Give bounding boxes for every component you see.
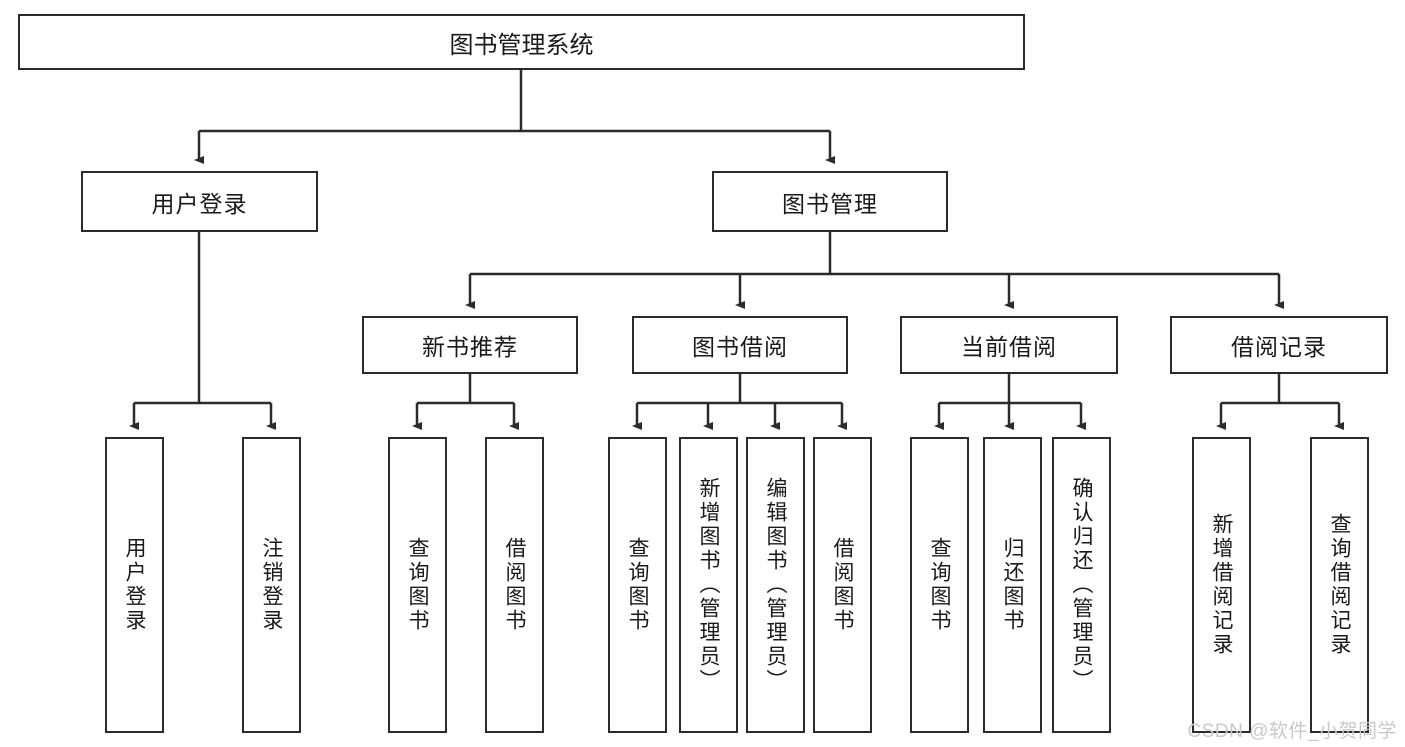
leaf-borrow-book-recommend-label: 借阅图书 [503,537,526,633]
leaf-return-book[interactable]: 归还图书 [983,437,1042,733]
node-borrow-record[interactable]: 借阅记录 [1170,316,1388,374]
node-new-book-recommend[interactable]: 新书推荐 [362,316,578,374]
leaf-add-borrow-record[interactable]: 新增借阅记录 [1192,437,1251,733]
node-user-login[interactable]: 用户登录 [81,171,318,232]
node-root[interactable]: 图书管理系统 [18,14,1025,70]
node-book-borrow[interactable]: 图书借阅 [632,316,848,374]
leaf-user-login-label: 用户登录 [123,537,146,633]
leaf-confirm-return-admin-label: 确认归还（管理员） [1070,477,1093,693]
node-new-book-recommend-label: 新书推荐 [422,334,518,360]
leaf-confirm-return-admin[interactable]: 确认归还（管理员） [1052,437,1111,733]
node-current-borrow-label: 当前借阅 [961,334,1057,360]
leaf-add-book-admin[interactable]: 新增图书（管理员） [679,437,738,733]
leaf-borrow-book[interactable]: 借阅图书 [813,437,872,733]
csdn-watermark: CSDN @软件_小贺同学 [1187,721,1397,742]
node-book-borrow-label: 图书借阅 [692,334,788,360]
leaf-borrow-book-recommend[interactable]: 借阅图书 [485,437,544,733]
leaf-add-borrow-record-label: 新增借阅记录 [1210,513,1233,657]
leaf-user-login[interactable]: 用户登录 [105,437,164,733]
leaf-query-book-recommend[interactable]: 查询图书 [388,437,447,733]
leaf-return-book-label: 归还图书 [1001,537,1024,633]
leaf-query-book-current[interactable]: 查询图书 [910,437,969,733]
leaf-query-book-borrow[interactable]: 查询图书 [608,437,667,733]
node-current-borrow[interactable]: 当前借阅 [900,316,1118,374]
leaf-borrow-book-label: 借阅图书 [831,537,854,633]
leaf-add-book-admin-label: 新增图书（管理员） [697,477,720,693]
leaf-query-book-borrow-label: 查询图书 [626,537,649,633]
leaf-user-logout[interactable]: 注销登录 [242,437,301,733]
node-book-management-label: 图书管理 [782,190,878,217]
leaf-user-logout-label: 注销登录 [260,537,283,633]
leaf-edit-book-admin-label: 编辑图书（管理员） [764,477,787,693]
node-root-label: 图书管理系统 [449,31,594,59]
leaf-query-book-current-label: 查询图书 [928,537,951,633]
node-user-login-label: 用户登录 [151,190,248,217]
leaf-query-book-recommend-label: 查询图书 [406,537,429,633]
node-book-management[interactable]: 图书管理 [712,171,948,232]
leaf-query-borrow-record-label: 查询借阅记录 [1328,513,1351,657]
leaf-edit-book-admin[interactable]: 编辑图书（管理员） [746,437,805,733]
node-borrow-record-label: 借阅记录 [1231,334,1327,360]
leaf-query-borrow-record[interactable]: 查询借阅记录 [1310,437,1369,733]
